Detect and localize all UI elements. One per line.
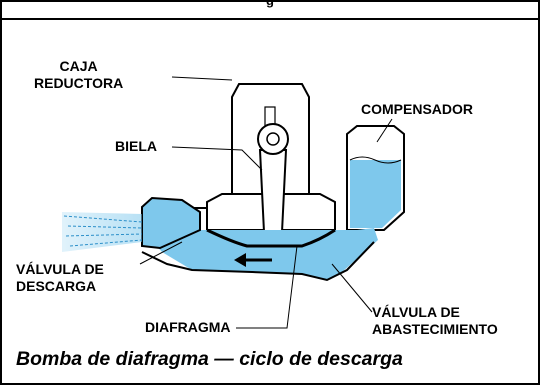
- header-bar: g: [2, 2, 538, 20]
- leader-compensador: [376, 118, 393, 143]
- leader-valvula-descarga: [139, 241, 183, 265]
- leader-valvula-abastecimiento: [331, 263, 373, 313]
- leader-diafragma: [236, 245, 298, 329]
- label-valvula-descarga-line1: VÁLVULA DE: [16, 261, 104, 277]
- leader-biela: [171, 146, 263, 171]
- label-caja-reductora: CAJA REDUCTORA: [34, 58, 123, 92]
- header-text: g: [266, 0, 274, 8]
- pump-chamber-water: [142, 228, 378, 280]
- label-valvula-descarga-line2: DESCARGA: [16, 278, 97, 294]
- label-valvula-descarga: VÁLVULA DE DESCARGA: [16, 261, 104, 295]
- compensator-water-surface: [349, 156, 402, 164]
- compensator-water: [350, 160, 401, 228]
- discharge-outlet: [141, 196, 201, 250]
- leader-caja: [171, 76, 233, 81]
- connecting-rod: [258, 149, 288, 233]
- label-caja-line2: REDUCTORA: [34, 75, 124, 91]
- label-valvula-abastecimiento: VÁLVULA DE ABASTECIMIENTO: [372, 304, 498, 338]
- label-caja-line1: CAJA: [59, 58, 98, 74]
- diaphragm: [206, 228, 336, 248]
- label-diafragma: DIAFRAGMA: [145, 319, 231, 335]
- label-biela: BIELA: [115, 138, 157, 154]
- label-valvula-abastecimiento-line1: VÁLVULA DE: [372, 304, 460, 320]
- rod-eye-inner: [266, 132, 280, 146]
- label-valvula-abastecimiento-line2: ABASTECIMIENTO: [372, 321, 498, 337]
- spray-lines: [63, 215, 143, 247]
- figure-caption: Bomba de diafragma — ciclo de descarga: [16, 348, 403, 370]
- flow-arrow-head: [234, 253, 246, 267]
- label-compensador: COMPENSADOR: [361, 101, 474, 117]
- discharge-spray: [62, 212, 142, 252]
